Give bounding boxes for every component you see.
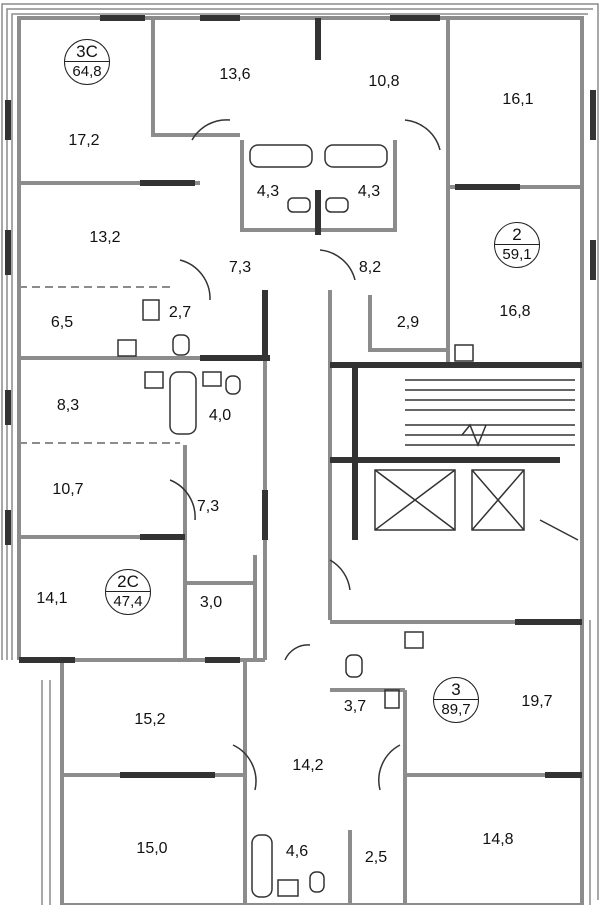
room-area: 6,5 [50, 314, 74, 331]
room-area: 16,1 [502, 91, 534, 108]
room-area: 13,6 [219, 66, 251, 83]
room-area: 4,6 [285, 843, 309, 860]
apartment-area: 59,1 [502, 246, 532, 263]
room-area: 8,2 [358, 259, 382, 276]
room-area: 4,3 [256, 183, 280, 200]
room-area: 19,7 [521, 693, 553, 710]
room-area: 3,7 [343, 698, 367, 715]
room-area: 14,1 [36, 590, 68, 607]
room-area: 4,0 [208, 407, 232, 424]
apartment-type: 2С [106, 570, 150, 592]
room-area: 10,7 [52, 481, 84, 498]
room-area: 15,2 [134, 711, 166, 728]
apartment-type: 3 [434, 678, 478, 700]
room-area: 7,3 [196, 498, 220, 515]
room-area: 2,7 [168, 304, 192, 321]
room-area: 14,2 [292, 757, 324, 774]
room-area: 16,8 [499, 303, 531, 320]
room-area: 8,3 [56, 397, 80, 414]
room-area: 4,3 [357, 183, 381, 200]
room-area: 15,0 [136, 840, 168, 857]
room-area: 17,2 [68, 132, 100, 149]
room-area: 7,3 [228, 259, 252, 276]
room-area: 13,2 [89, 229, 121, 246]
room-area: 3,0 [199, 594, 223, 611]
room-area: 10,8 [368, 73, 400, 90]
apartment-type: 2 [495, 223, 539, 245]
room-area: 2,5 [364, 849, 388, 866]
apartment-area: 47,4 [113, 593, 143, 610]
apartment-area: 64,8 [72, 63, 102, 80]
apartment-type: 3С [65, 40, 109, 62]
room-area: 2,9 [396, 314, 420, 331]
apartment-area: 89,7 [441, 701, 471, 718]
room-area: 14,8 [482, 831, 514, 848]
